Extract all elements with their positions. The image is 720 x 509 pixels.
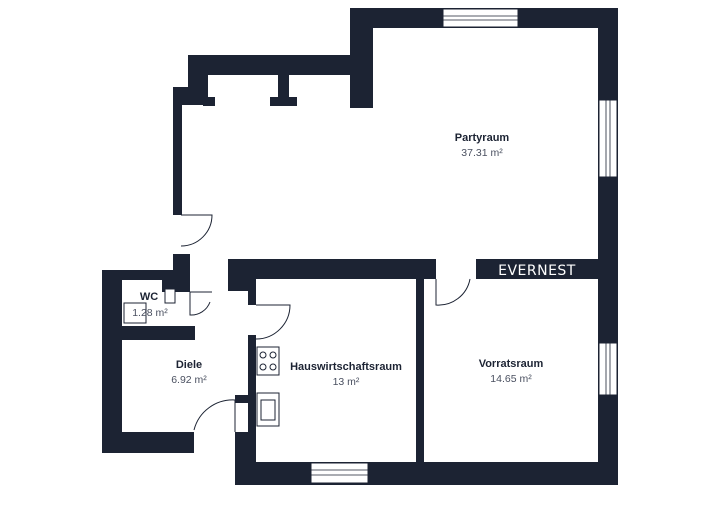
room-name: Vorratsraum — [479, 358, 544, 370]
room-label-diele: Diele 6.92 m² — [171, 359, 207, 386]
room-name: WC — [140, 291, 158, 303]
wc-basin-icon — [164, 288, 176, 304]
fixtures — [123, 288, 280, 427]
room-name: Hauswirtschaftsraum — [290, 361, 402, 373]
svg-text:1.28 m²: 1.28 m² — [132, 307, 168, 319]
door-partyraum-left — [180, 214, 213, 247]
room-area: 1.28 — [132, 307, 153, 319]
toilet-icon — [123, 302, 147, 324]
area-unit: m² — [195, 374, 208, 386]
area-unit: m² — [347, 376, 360, 388]
area-unit: m² — [519, 373, 532, 385]
walls — [102, 8, 618, 485]
room-area: 13 — [333, 376, 345, 388]
room-name: Diele — [176, 359, 202, 371]
svg-text:13 m²: 13 m² — [333, 376, 360, 388]
room-area: 37.31 — [461, 147, 487, 159]
room-name: Partyraum — [455, 132, 510, 144]
door-entry — [193, 399, 236, 432]
room-label-partyraum: Partyraum 37.31 m² — [455, 132, 510, 159]
room-label-wc: WC 1.28 m² — [132, 291, 168, 319]
room-area: 14.65 — [490, 373, 516, 385]
area-unit: m² — [156, 307, 169, 319]
door-wc — [189, 292, 211, 316]
room-area: 6.92 — [171, 374, 192, 386]
window-bottom — [310, 462, 369, 484]
stove-icon — [256, 346, 280, 376]
door-hauswirtschaftsraum — [255, 304, 291, 340]
room-label-vorratsraum: Vorratsraum 14.65 m² — [479, 358, 544, 385]
svg-text:14.65 m²: 14.65 m² — [490, 373, 532, 385]
svg-text:6.92 m²: 6.92 m² — [171, 374, 207, 386]
room-label-hauswirtschaftsraum: Hauswirtschaftsraum 13 m² — [290, 361, 402, 388]
svg-text:37.31 m²: 37.31 m² — [461, 147, 503, 159]
window-right-lower — [598, 342, 618, 396]
window-right-upper — [598, 99, 618, 178]
door-vorratsraum — [435, 278, 471, 306]
area-unit: m² — [490, 147, 503, 159]
brand-label: EVERNEST — [498, 263, 576, 279]
windows — [310, 8, 618, 484]
doors — [180, 214, 471, 432]
window-top — [442, 8, 519, 28]
